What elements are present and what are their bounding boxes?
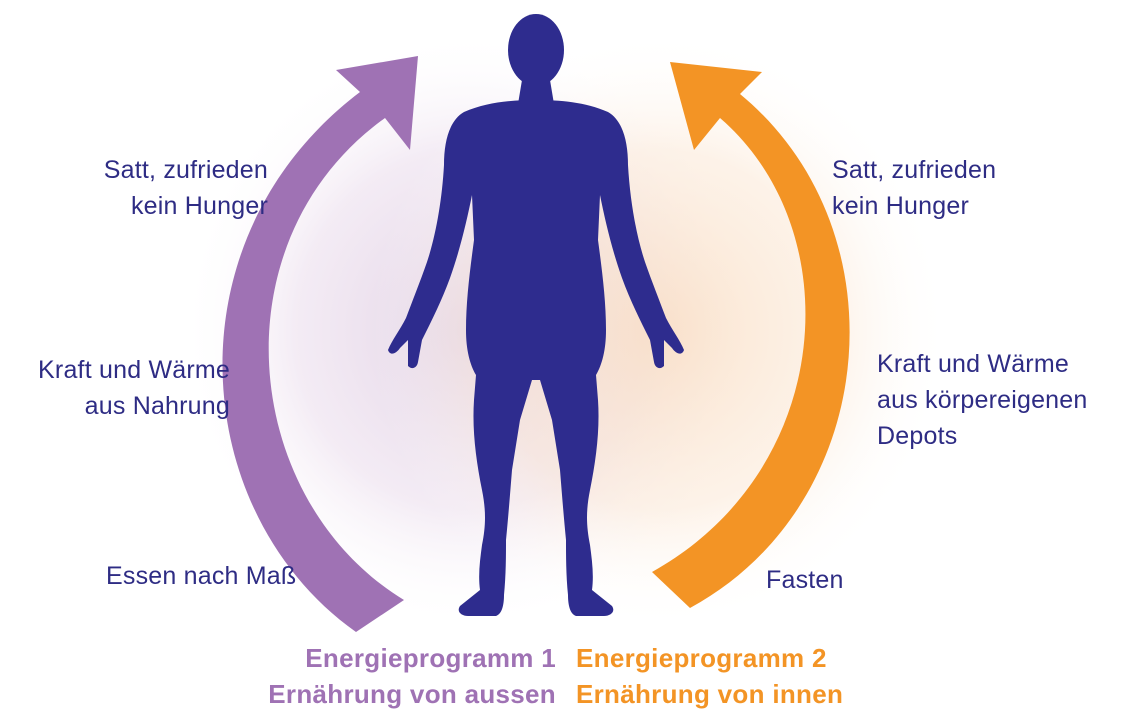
program-1-title: Energieprogramm 1 [180, 640, 556, 676]
left-mid-line-2: aus Nahrung [0, 388, 230, 424]
right-top-label: Satt, zufrieden kein Hunger [832, 152, 996, 224]
left-mid-line-1: Kraft und Wärme [0, 352, 230, 388]
program-1-caption: Energieprogramm 1 Ernährung von aussen [180, 640, 556, 712]
right-mid-line-1: Kraft und Wärme [877, 346, 1088, 382]
program-2-title: Energieprogramm 2 [576, 640, 843, 676]
left-top-label: Satt, zufrieden kein Hunger [40, 152, 268, 224]
right-bottom-label: Fasten [766, 562, 844, 598]
program-2-subtitle: Ernährung von innen [576, 676, 843, 712]
right-bottom-text: Fasten [766, 562, 844, 598]
left-bottom-label: Essen nach Maß [106, 558, 296, 594]
left-top-line-2: kein Hunger [40, 188, 268, 224]
left-bottom-text: Essen nach Maß [106, 558, 296, 594]
right-mid-line-2: aus körpereigenen [877, 382, 1088, 418]
right-mid-line-3: Depots [877, 418, 1088, 454]
program-1-subtitle: Ernährung von aussen [180, 676, 556, 712]
right-top-line-1: Satt, zufrieden [832, 152, 996, 188]
program-2-caption: Energieprogramm 2 Ernährung von innen [576, 640, 843, 712]
left-mid-label: Kraft und Wärme aus Nahrung [0, 352, 230, 424]
right-mid-label: Kraft und Wärme aus körpereigenen Depots [877, 346, 1088, 454]
right-top-line-2: kein Hunger [832, 188, 996, 224]
left-top-line-1: Satt, zufrieden [40, 152, 268, 188]
